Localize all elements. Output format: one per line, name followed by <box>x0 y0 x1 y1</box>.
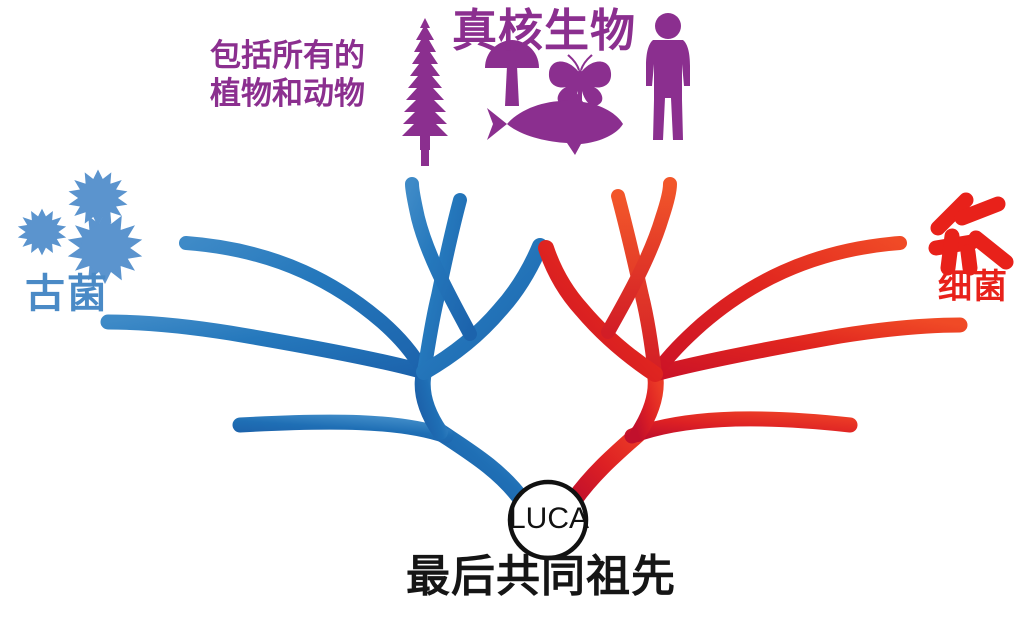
eukaryote-domain-note: 包括所有的 植物和动物 <box>210 38 365 111</box>
archaea-icon-group <box>17 169 143 284</box>
bacteria-icon-group <box>928 192 1014 276</box>
eukaryote-icon-group <box>402 13 690 166</box>
rod-bacillus-icon <box>954 196 1006 226</box>
spiky-microbe-icon <box>67 212 143 284</box>
rod-bacillus-icon <box>930 192 974 236</box>
luca-node-circle <box>507 479 589 561</box>
rod-bacillus-icon <box>960 244 978 276</box>
human-icon <box>646 13 690 140</box>
luca-node-label: LUCA <box>508 502 590 535</box>
rod-bacillus-icon <box>968 230 1014 270</box>
spiky-microbe-icon <box>68 169 128 227</box>
butterfly-icon <box>548 54 612 106</box>
mushroom-icon <box>485 40 539 106</box>
archaea-domain-label: 古菌 <box>25 272 109 316</box>
spiky-microbe-icon <box>17 208 67 256</box>
luca-caption: 最后共同祖先 <box>406 552 676 601</box>
eukaryote-domain-title: 真核生物 <box>452 5 637 56</box>
conifer-tree-icon <box>402 18 448 166</box>
rod-bacillus-icon <box>940 228 960 276</box>
fish-icon <box>487 90 623 155</box>
bacteria-domain-label: 细菌 <box>938 268 1008 306</box>
